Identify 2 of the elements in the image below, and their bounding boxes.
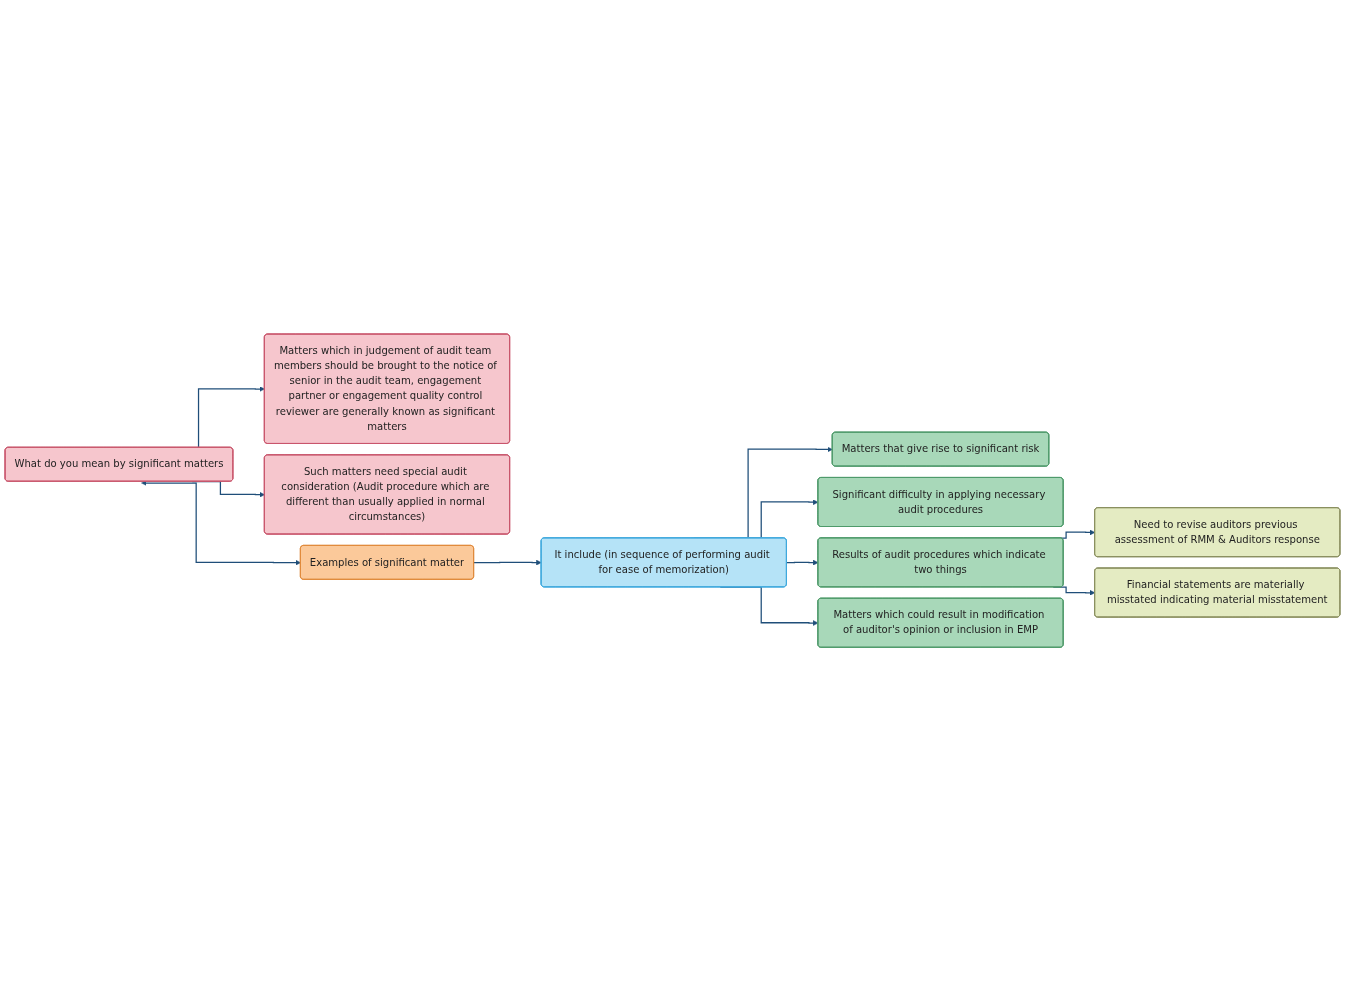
arrow [473,560,542,566]
arrow [786,560,819,566]
